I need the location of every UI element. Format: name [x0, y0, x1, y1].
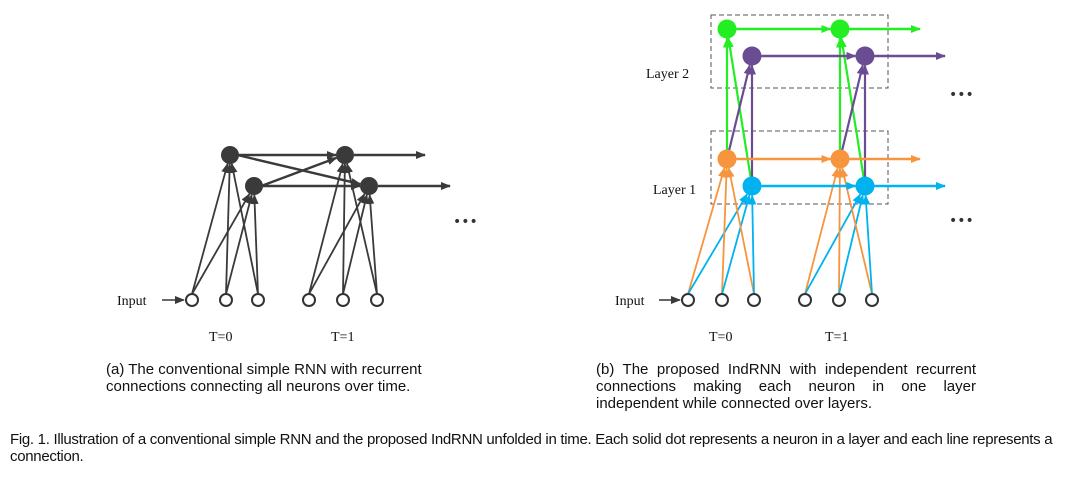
panel-b-ellipsis-layer1: •••	[949, 213, 974, 229]
layer1-neuron-2	[855, 176, 875, 196]
panel-a-ellipsis: •••	[453, 214, 478, 230]
layer1-neuron-2	[742, 176, 762, 196]
input-to-neuron-connection	[191, 192, 251, 295]
input-node	[832, 293, 846, 307]
layer2-box	[710, 14, 889, 89]
input-to-layer1-connection	[726, 167, 755, 295]
input-to-neuron-connection	[225, 162, 234, 295]
input-node	[715, 293, 729, 307]
panel-a-connections	[162, 151, 451, 304]
input-to-neuron-connection	[342, 193, 369, 295]
neuron	[221, 146, 239, 164]
input-to-layer1-connection	[687, 167, 726, 295]
panel-b-connections	[659, 25, 946, 304]
layer1-neuron-1	[830, 149, 850, 169]
panel-a-input-label: Input	[117, 294, 147, 309]
input-node	[302, 293, 316, 307]
input-to-layer1-connection	[748, 194, 757, 295]
layer1-neuron-1	[717, 149, 737, 169]
input-to-layer1-connection	[721, 167, 731, 295]
layer1-to-layer2-connection	[725, 64, 752, 160]
input-to-layer1-connection	[721, 194, 751, 295]
panel-b-indrnn: Layer 2 Layer 1 Input T=0 T=1 ••• •••	[615, 14, 974, 345]
recurrent-connection	[236, 153, 362, 186]
layer2-neuron-2	[855, 46, 875, 66]
panel-b-time-label-1: T=1	[825, 330, 848, 345]
input-to-neuron-connection	[250, 193, 259, 295]
panel-a-caption: (a) The conventional simple RNN with rec…	[106, 361, 422, 395]
input-to-layer1-connection	[804, 167, 840, 295]
input-node	[219, 293, 233, 307]
layer2-neuron-1	[830, 19, 850, 39]
input-node	[370, 293, 384, 307]
input-node	[865, 293, 879, 307]
input-to-layer1-connection	[835, 167, 844, 295]
input-to-neuron-connection	[229, 162, 259, 295]
panel-b-time-label-0: T=0	[709, 330, 732, 345]
input-to-neuron-connection	[308, 162, 345, 295]
layer2-neuron-1	[717, 19, 737, 39]
layer1-to-layer2-connection	[838, 64, 865, 160]
layer1-label: Layer 1	[653, 183, 696, 198]
input-to-neuron-connection	[366, 193, 378, 295]
panel-a-simple-rnn: Input T=0 T=1 •••	[117, 146, 478, 345]
input-to-layer1-connection	[804, 193, 862, 295]
input-node	[185, 293, 199, 307]
input-to-layer1-connection	[838, 194, 865, 295]
input-node	[798, 293, 812, 307]
neuron	[245, 177, 263, 195]
panel-b-caption: (b) The proposed IndRNN with independent…	[596, 361, 976, 412]
input-to-neuron-connection	[340, 162, 349, 295]
panel-a-time-label-1: T=1	[331, 330, 354, 345]
neuron	[336, 146, 354, 164]
recurrent-connection	[260, 156, 338, 188]
layer1-to-layer2-connection	[725, 37, 754, 187]
layer1-box	[710, 130, 889, 205]
panel-b-input-label: Input	[615, 294, 645, 309]
layer1-to-layer2-connection	[838, 37, 867, 187]
input-to-neuron-connection	[308, 192, 366, 295]
layer2-neuron-2	[742, 46, 762, 66]
neuron	[360, 177, 378, 195]
panel-b-neurons	[681, 19, 879, 307]
input-to-layer1-connection	[687, 193, 748, 295]
input-node	[336, 293, 350, 307]
input-to-neuron-connection	[225, 193, 254, 295]
input-to-layer1-connection	[862, 194, 873, 295]
input-node	[681, 293, 695, 307]
input-to-neuron-connection	[191, 162, 230, 295]
panel-b-ellipsis-layer2: •••	[949, 87, 974, 103]
layer2-label: Layer 2	[646, 67, 689, 82]
input-node	[251, 293, 265, 307]
panel-a-neurons	[185, 146, 384, 307]
input-node	[747, 293, 761, 307]
figure-caption: Fig. 1. Illustration of a conventional s…	[10, 431, 1053, 465]
panel-a-time-label-0: T=0	[209, 330, 232, 345]
